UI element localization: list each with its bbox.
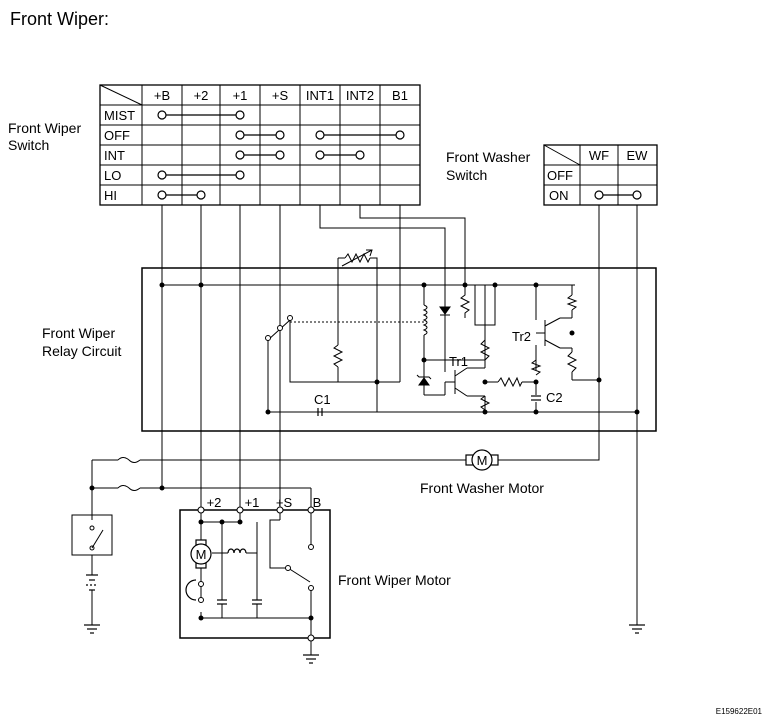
row-label-lo: LO bbox=[104, 168, 121, 183]
col-header-b1: B1 bbox=[392, 88, 408, 103]
relay-junctions bbox=[89, 282, 640, 491]
relay-label-1: Front Wiper bbox=[42, 325, 115, 341]
motor-terminal-nodes bbox=[197, 506, 315, 642]
motor-terminal-plus2: +2 bbox=[207, 495, 222, 510]
relay-label-2: Relay Circuit bbox=[42, 343, 121, 359]
wiper-motor-symbol: M bbox=[196, 547, 207, 562]
col-header-plus-s: +S bbox=[272, 88, 289, 103]
relay-circuit-box bbox=[141, 267, 657, 432]
motor-capacitor-leads bbox=[221, 604, 258, 618]
diode-icon bbox=[439, 306, 451, 316]
col-header-wf: WF bbox=[589, 148, 609, 163]
tr2-label: Tr2 bbox=[512, 329, 531, 344]
ground-icon-motor bbox=[303, 654, 319, 664]
front-washer-switch-table bbox=[543, 144, 658, 206]
resistors bbox=[332, 285, 578, 411]
washer-row-label-on: ON bbox=[549, 188, 569, 203]
relay-coil-icon bbox=[422, 304, 428, 336]
battery-icon bbox=[86, 574, 98, 591]
front-wiper-switch-headers: +B +2 +1 +S INT1 INT2 B1 MIST OFF INT LO… bbox=[104, 88, 408, 203]
wiper-motor-internal-wiring bbox=[162, 487, 312, 655]
tr1-label: Tr1 bbox=[449, 354, 468, 369]
wiper-motor-label: Front Wiper Motor bbox=[338, 572, 451, 588]
motor-junctions bbox=[198, 519, 314, 621]
col-header-plus1: +1 bbox=[233, 88, 248, 103]
c1-label: C1 bbox=[314, 392, 331, 407]
wiper-switch-label-1: Front Wiper bbox=[8, 120, 81, 136]
ignition-switch-icon bbox=[71, 514, 113, 556]
motor-cam-icon bbox=[185, 579, 197, 601]
col-header-ew: EW bbox=[627, 148, 649, 163]
motor-terminal-plus-s: +S bbox=[276, 495, 293, 510]
row-label-off: OFF bbox=[104, 128, 130, 143]
wiper-motor-box bbox=[179, 509, 331, 639]
front-wiper-switch-table bbox=[99, 84, 421, 206]
relay-switch-icon bbox=[265, 315, 293, 341]
washer-motor-icon bbox=[465, 449, 499, 471]
wiring bbox=[91, 205, 638, 625]
col-header-plus2: +2 bbox=[194, 88, 209, 103]
col-header-int1: INT1 bbox=[306, 88, 334, 103]
col-header-b-plus: +B bbox=[154, 88, 170, 103]
ground-icon-battery bbox=[84, 624, 100, 634]
figure-code: E159622E01 bbox=[716, 707, 763, 716]
front-wiper-switch-connections bbox=[157, 110, 405, 200]
washer-switch-label-1: Front Washer bbox=[446, 149, 531, 165]
motor-capacitor-icons bbox=[217, 599, 262, 605]
capacitor-c1-icon bbox=[317, 408, 323, 416]
motor-inductor-icon bbox=[227, 548, 247, 554]
fuse-icons bbox=[117, 457, 141, 491]
ground-icon-washer bbox=[629, 624, 645, 634]
row-label-int: INT bbox=[104, 148, 125, 163]
c2-label: C2 bbox=[546, 390, 563, 405]
diagram-title: Front Wiper: bbox=[10, 9, 109, 29]
row-label-hi: HI bbox=[104, 188, 117, 203]
motor-terminal-b: B bbox=[313, 495, 322, 510]
washer-motor-symbol: M bbox=[477, 453, 488, 468]
zener-diode-icon bbox=[416, 360, 446, 396]
wiper-motor-icon bbox=[190, 539, 212, 569]
washer-row-label-off: OFF bbox=[547, 168, 573, 183]
row-label-mist: MIST bbox=[104, 108, 135, 123]
capacitor-c2-icon bbox=[531, 395, 541, 401]
col-header-int2: INT2 bbox=[346, 88, 374, 103]
washer-motor-label: Front Washer Motor bbox=[420, 480, 544, 496]
washer-switch-label-2: Switch bbox=[446, 167, 487, 183]
washer-switch-connection bbox=[594, 190, 642, 200]
wiper-switch-label-2: Switch bbox=[8, 137, 49, 153]
variable-resistor-icon bbox=[341, 249, 373, 267]
motor-terminal-plus1: +1 bbox=[245, 495, 260, 510]
